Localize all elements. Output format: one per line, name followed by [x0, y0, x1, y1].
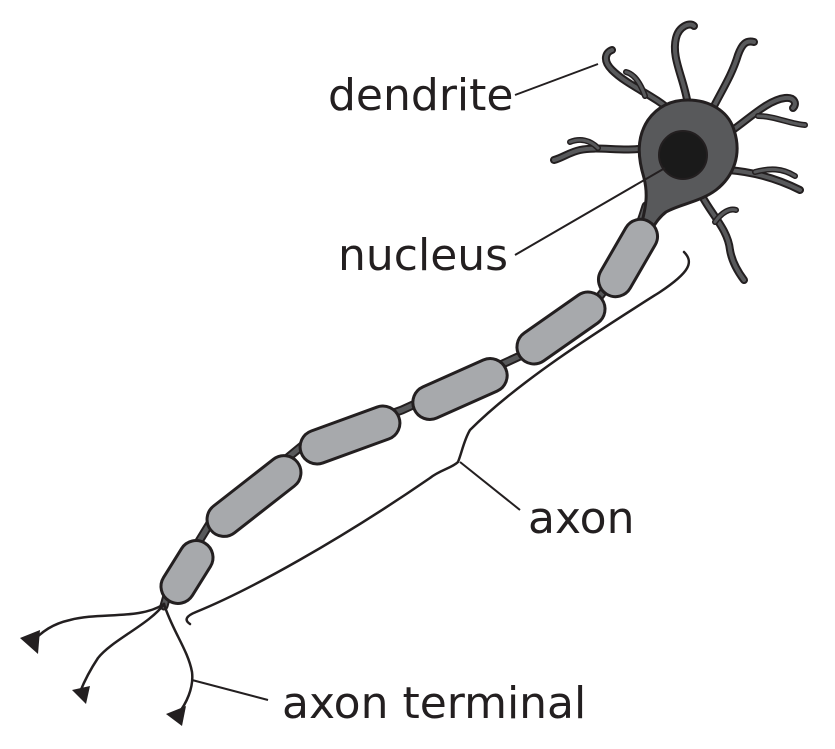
terminal-bulb: [72, 686, 90, 704]
nucleus-leader: [514, 167, 666, 256]
myelin-segment: [205, 454, 303, 538]
terminal-bulb: [20, 630, 40, 654]
terminal-bulb: [166, 706, 186, 726]
axon-leader: [459, 461, 521, 511]
dendrite-leader: [514, 63, 599, 96]
myelin-sheath: [159, 217, 659, 605]
axon-terminal-leader: [191, 679, 269, 701]
dendrites: [550, 20, 808, 284]
label-axon: axon: [528, 493, 634, 544]
label-nucleus: nucleus: [338, 230, 508, 281]
label-axon-terminal: axon terminal: [282, 678, 586, 729]
myelin-segment: [411, 357, 509, 421]
myelin-segment: [597, 217, 659, 299]
label-dendrite: dendrite: [328, 70, 513, 121]
cell-body: [637, 98, 739, 235]
leader-lines: [191, 63, 666, 701]
myelin-segment: [159, 539, 215, 605]
nucleus-shape: [658, 130, 708, 180]
terminal-bulbs: [20, 630, 186, 726]
myelin-segment: [515, 290, 607, 366]
axon-bracket: [185, 250, 690, 626]
axon-terminals: [32, 602, 194, 716]
myelin-segment: [298, 404, 402, 466]
